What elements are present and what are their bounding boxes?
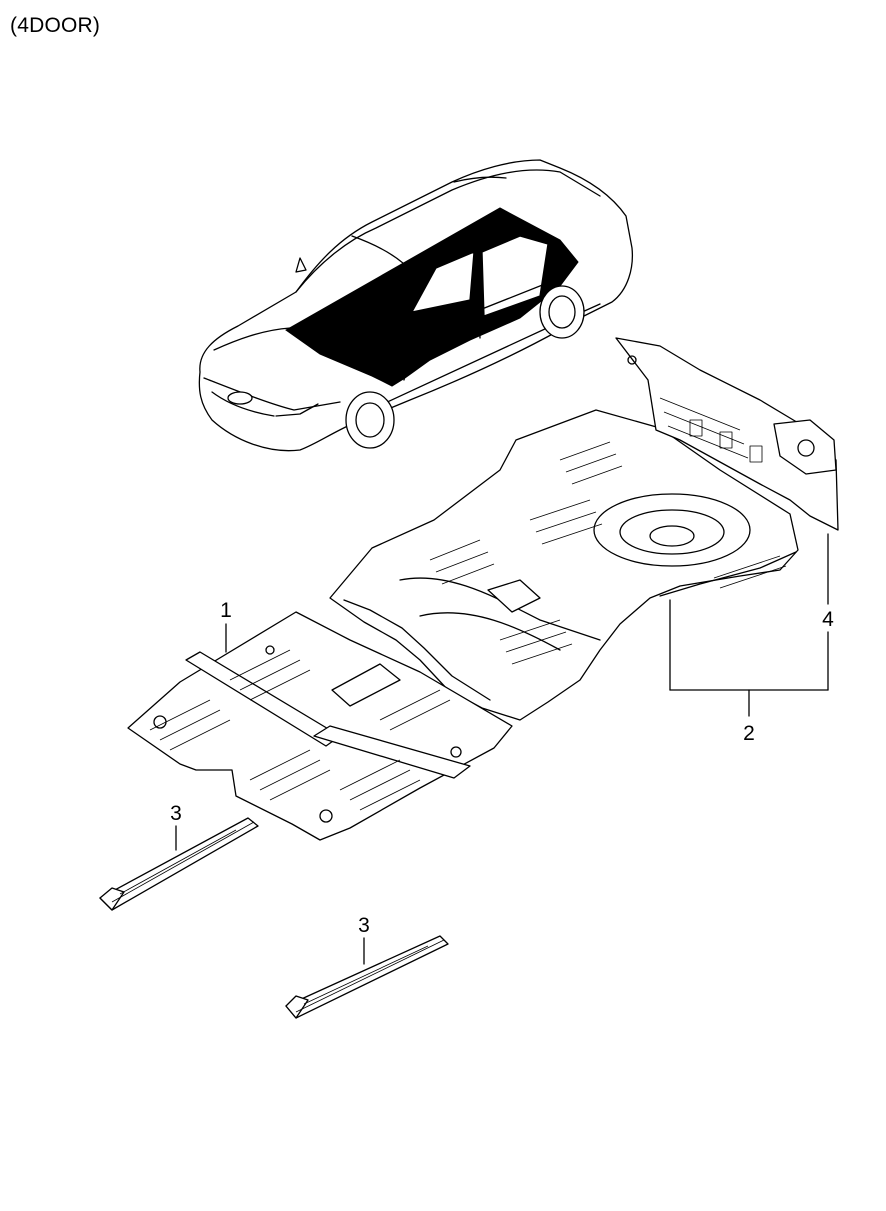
rear-panel bbox=[615, 337, 839, 531]
car-illustration bbox=[198, 159, 634, 452]
diagram-title: (4DOOR) bbox=[10, 14, 101, 37]
callout-part-2: 2 bbox=[743, 722, 755, 745]
floor-pan-assembly bbox=[329, 409, 799, 721]
side-member-lower bbox=[285, 935, 449, 1019]
callout-part-3-upper: 3 bbox=[170, 802, 182, 825]
leader-lines bbox=[175, 533, 829, 965]
callout-part-3-lower: 3 bbox=[358, 914, 370, 937]
callout-part-4: 4 bbox=[822, 608, 834, 631]
front-floor-panel bbox=[127, 611, 513, 841]
side-member-upper bbox=[99, 817, 259, 911]
callout-part-1: 1 bbox=[220, 599, 232, 622]
